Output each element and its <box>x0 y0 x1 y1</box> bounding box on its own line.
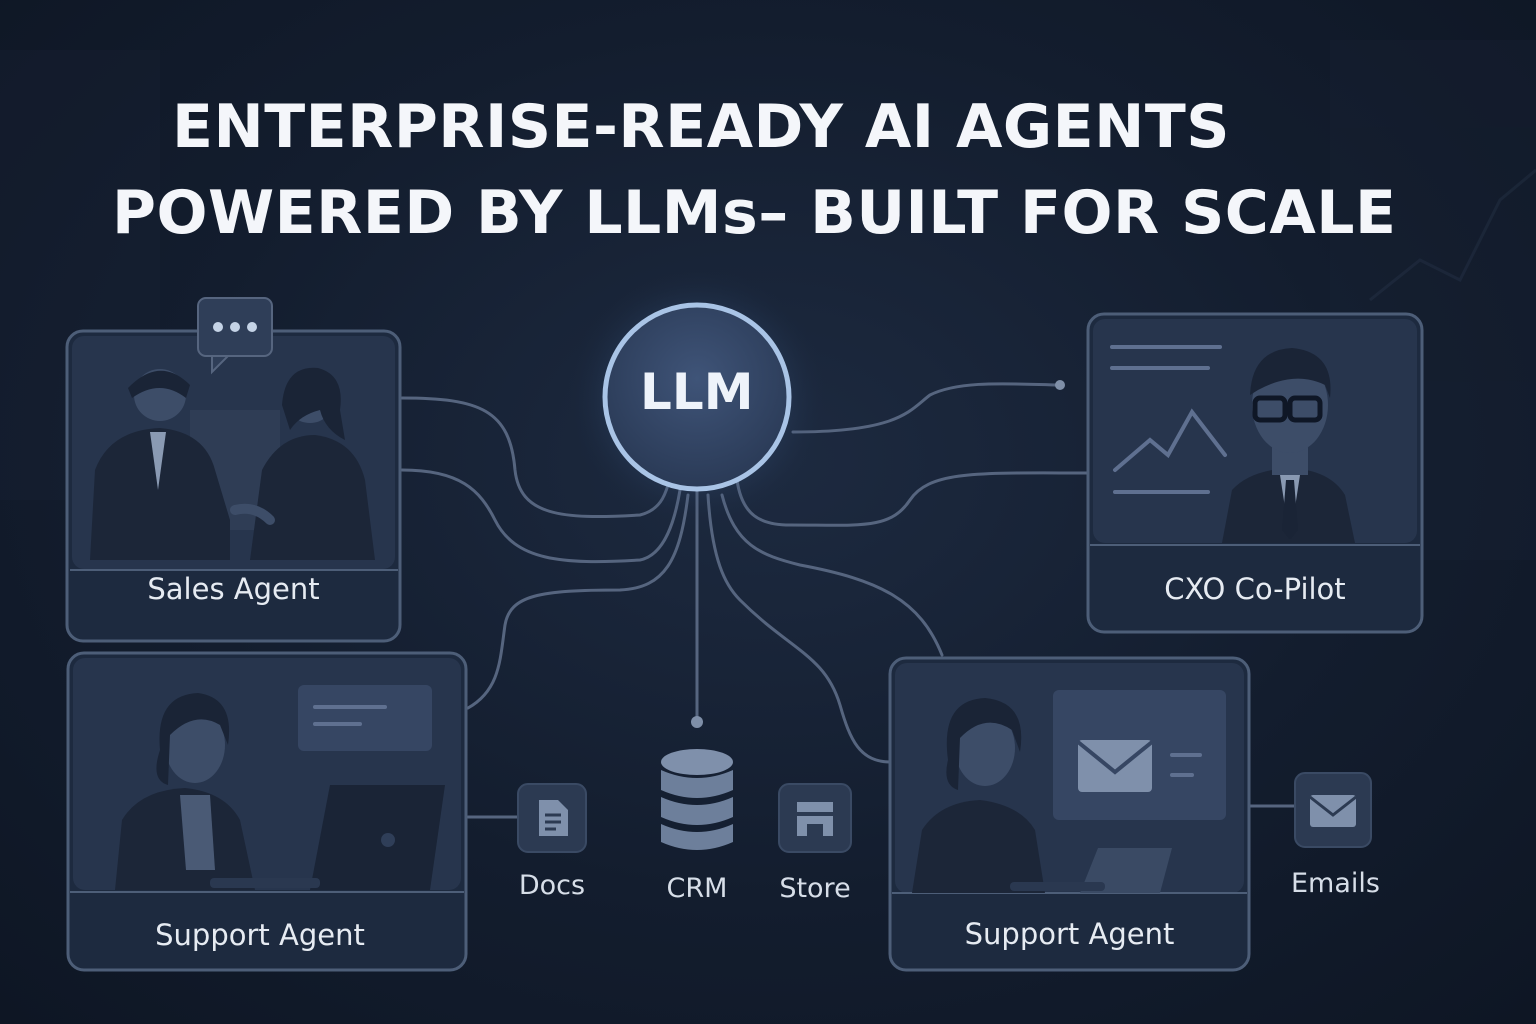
support-agent-right-card[interactable] <box>888 656 1251 972</box>
document-icon[interactable] <box>517 783 587 853</box>
envelope-icon[interactable] <box>1294 772 1372 848</box>
emails-label: Emails <box>1291 868 1380 899</box>
sales-meeting-illustration <box>90 367 375 560</box>
screen-panel-icon <box>298 685 432 751</box>
title-line-1: ENTERPRISE-READY AI AGENTS <box>172 92 1230 162</box>
support-agent-right-label: Support Agent <box>964 917 1175 951</box>
cxo-copilot-card[interactable] <box>1086 312 1424 634</box>
support-agent-left-card[interactable] <box>66 651 468 972</box>
executive-illustration <box>1222 348 1355 543</box>
connector-node-cxo <box>1055 380 1065 390</box>
store-icon[interactable] <box>778 783 852 853</box>
connector-node-crm <box>691 716 703 728</box>
store-label: Store <box>779 873 851 904</box>
llm-hub-label: LLM <box>640 363 754 421</box>
llm-hub[interactable] <box>567 267 827 527</box>
connector-cxo-lower <box>735 471 1089 527</box>
sales-agent-card[interactable] <box>65 297 402 643</box>
dashboard-chart-icon <box>1110 345 1227 494</box>
support-agent-right-illustration <box>912 698 1172 893</box>
support-agent-left-label: Support Agent <box>155 918 365 952</box>
cxo-copilot-label: CXO Co-Pilot <box>1164 572 1346 606</box>
connector-lines <box>400 382 1297 819</box>
crm-label: CRM <box>666 873 728 904</box>
database-icon[interactable] <box>661 749 733 850</box>
email-screen-icon <box>1053 690 1226 820</box>
connector-support-right <box>706 493 892 764</box>
sales-agent-label: Sales Agent <box>147 572 320 606</box>
docs-label: Docs <box>518 870 586 901</box>
connector-sales-lower <box>400 468 682 564</box>
chat-bubble-icon <box>197 297 273 375</box>
title-line-2: POWERED BY LLMs– BUILT FOR SCALE <box>112 178 1397 248</box>
connector-support-right-top <box>720 493 944 657</box>
connector-support-left <box>466 493 690 710</box>
connector-cxo-upper <box>791 382 1062 434</box>
support-agent-illustration <box>115 693 445 890</box>
